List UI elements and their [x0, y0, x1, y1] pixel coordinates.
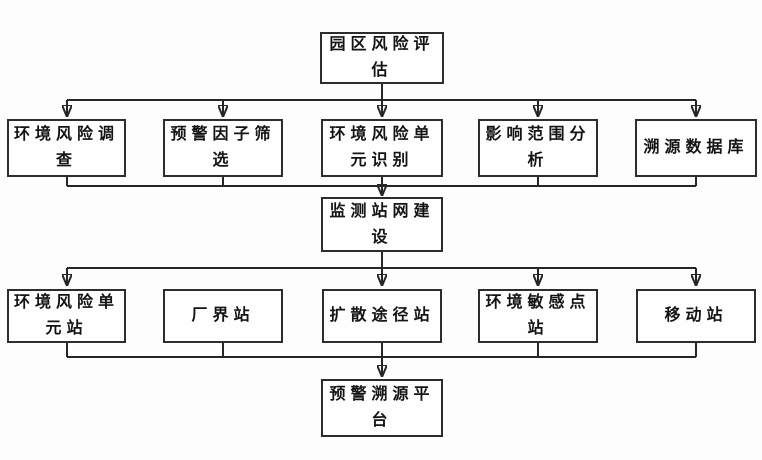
- node-env-risk-unit-identification: 环境风险单元识别: [321, 119, 443, 177]
- node-env-sensitive-point-station: 环境敏感点站: [478, 289, 598, 343]
- connector-monitoring-to-row3: [67, 252, 696, 285]
- node-warning-traceability-platform: 预警溯源平台: [321, 379, 443, 437]
- connector-top-to-row2: [67, 84, 696, 116]
- node-traceability-database: 溯源数据库: [635, 119, 757, 177]
- connector-row3-to-platform: [66, 343, 697, 376]
- node-factory-boundary-station: 厂界站: [163, 289, 283, 343]
- node-env-risk-survey: 环境风险调查: [7, 119, 126, 177]
- node-impact-scope-analysis: 影响范围分析: [478, 119, 598, 177]
- node-park-risk-assessment: 园区风险评估: [320, 32, 444, 84]
- node-diffusion-path-station: 扩散途径站: [322, 289, 442, 343]
- node-mobile-station: 移动站: [636, 289, 756, 343]
- node-warning-factor-screening: 预警因子筛选: [163, 119, 283, 177]
- node-env-risk-unit-station: 环境风险单元站: [7, 289, 126, 343]
- node-monitoring-station-network-construction: 监测站网建设: [321, 197, 443, 252]
- connector-row2-to-monitoring: [66, 177, 697, 195]
